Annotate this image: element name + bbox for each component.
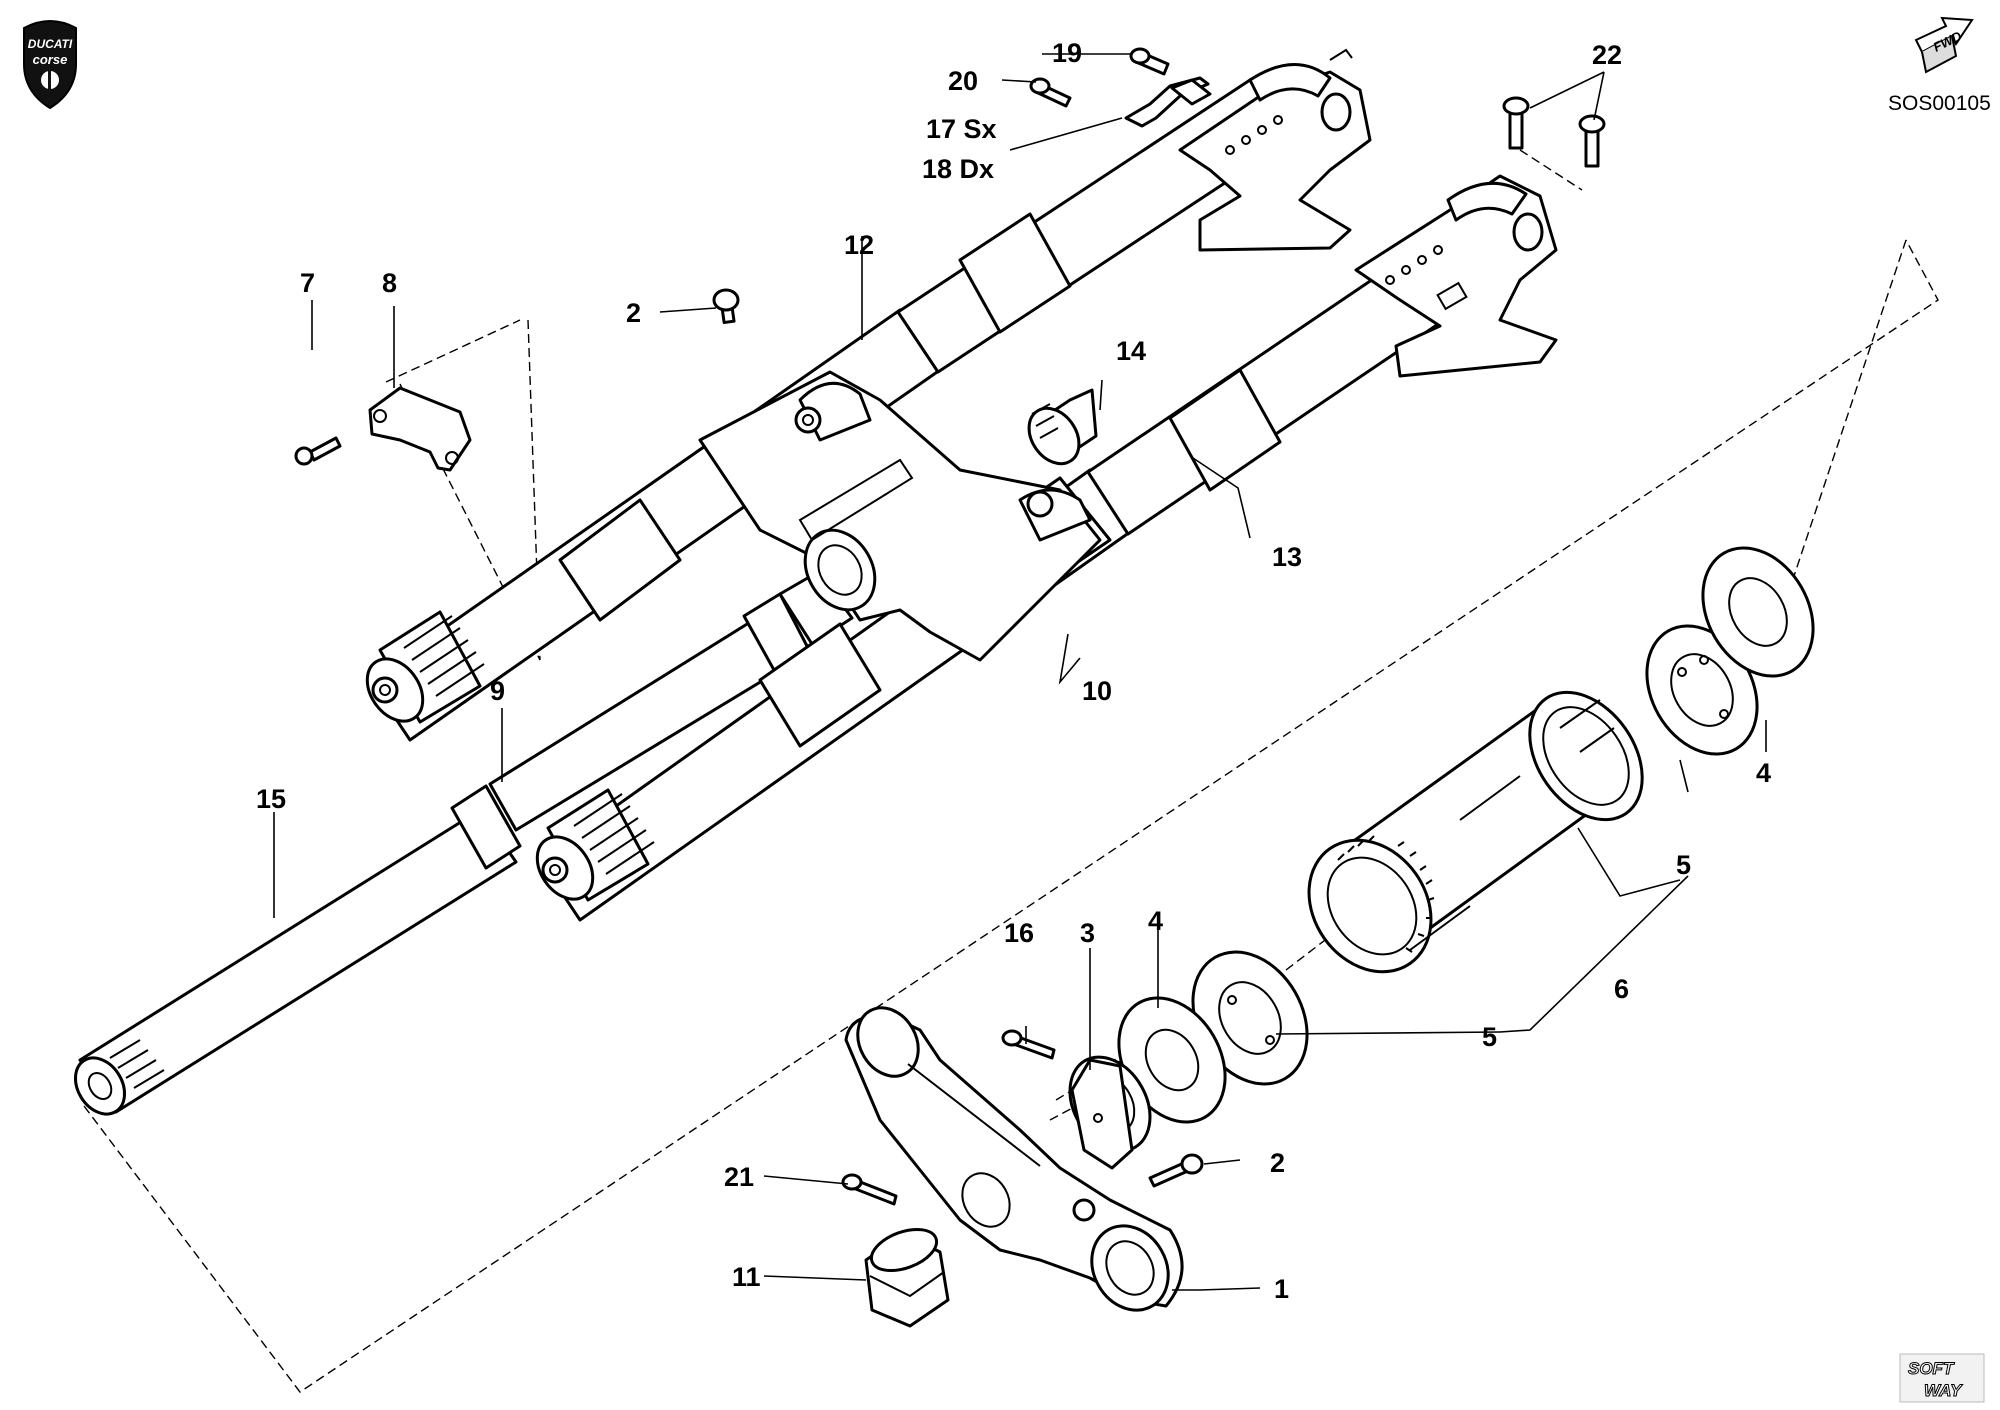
left-axle-clamp-bracket (1178, 48, 1372, 252)
part-8-bracket (368, 386, 472, 472)
part-2-lower-screw (1148, 1153, 1204, 1188)
part-1-lower-triple-clamp (844, 1006, 1184, 1312)
callout-18-dx: 18 Dx (922, 154, 994, 184)
upper-triple-clamp (698, 370, 1102, 662)
part-22-screws (1502, 96, 1606, 168)
fwd-arrow-icon: FWD (1914, 16, 1974, 74)
callout-3: 3 (1080, 918, 1095, 948)
softway-logo: SOFT WAY (1899, 1353, 1985, 1403)
softway-line2: WAY (1924, 1381, 1963, 1400)
callout-2-upper: 2 (626, 298, 641, 328)
softway-line1: SOFT (1908, 1359, 1955, 1378)
part-6-steering-tube (1307, 690, 1644, 974)
part-14-cap (1027, 388, 1098, 466)
callout-14: 14 (1116, 336, 1146, 366)
brand-logo-line2: corse (33, 52, 68, 67)
reference-code: SOS00105 (1888, 92, 1991, 115)
right-axle-clamp-bracket (1354, 174, 1558, 378)
callout-9: 9 (490, 676, 505, 706)
callout-6: 6 (1614, 974, 1629, 1004)
callout-19: 19 (1052, 38, 1082, 68)
callout-22: 22 (1592, 40, 1622, 70)
part-2-upper-screw (712, 288, 740, 325)
part-17-18-clip (1124, 76, 1212, 128)
callout-2-lower: 2 (1270, 1148, 1285, 1178)
callout-21: 21 (724, 1162, 754, 1192)
callout-15: 15 (256, 784, 286, 814)
callout-8: 8 (382, 268, 397, 298)
upper-bearing-set (1645, 546, 1815, 756)
callout-10: 10 (1082, 676, 1112, 706)
callout-5-lower: 5 (1482, 1022, 1497, 1052)
callout-4-upper: 4 (1756, 758, 1771, 788)
part-20-screw (1029, 77, 1072, 108)
part-21-screw (841, 1173, 898, 1206)
callout-1: 1 (1274, 1274, 1289, 1304)
callout-20: 20 (948, 66, 978, 96)
callout-labels: 7 8 9 15 12 2 10 13 14 19 20 17 Sx 18 Dx… (256, 38, 1771, 1304)
leader-lines (273, 53, 1767, 1291)
callout-7: 7 (300, 268, 315, 298)
callout-16: 16 (1004, 918, 1034, 948)
part-11-plug (864, 1227, 950, 1328)
callout-5-upper: 5 (1676, 850, 1691, 880)
ducati-corse-logo: DUCATI corse (23, 20, 77, 110)
part-16-screw (1001, 1029, 1056, 1060)
part-15-spindle (73, 570, 854, 1116)
brand-logo-line1: DUCATI (28, 37, 73, 51)
callout-11: 11 (732, 1262, 761, 1292)
part-19-screw (1129, 47, 1170, 76)
part-7-screw (294, 436, 342, 466)
callout-17-sx: 17 Sx (926, 114, 997, 144)
callout-12: 12 (844, 230, 874, 260)
callout-13: 13 (1272, 542, 1302, 572)
callout-4-lower: 4 (1148, 906, 1163, 936)
